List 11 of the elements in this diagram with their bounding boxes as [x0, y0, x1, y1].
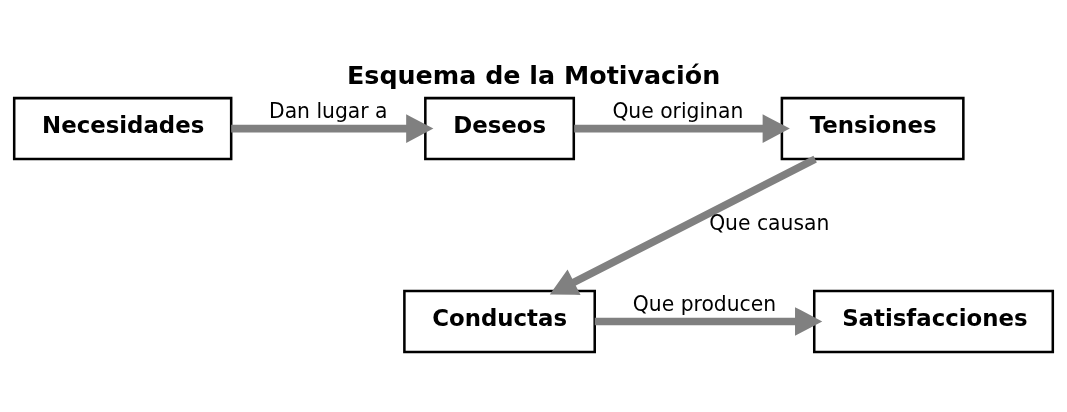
arrow [549, 155, 817, 295]
edge-label: Que producen [632, 292, 777, 317]
node-box: Conductas [403, 289, 596, 354]
edge-label: Que causan [709, 210, 830, 235]
node-box: Necesidades [12, 96, 233, 161]
node-box: Deseos [424, 96, 576, 161]
edge-label: Dan lugar a [269, 99, 388, 124]
node-box: Satisfacciones [813, 289, 1055, 354]
node-box: Tensiones [780, 96, 965, 161]
diagram-title: Esquema de la Motivación [346, 60, 721, 91]
edge-label: Que originan [612, 99, 744, 124]
